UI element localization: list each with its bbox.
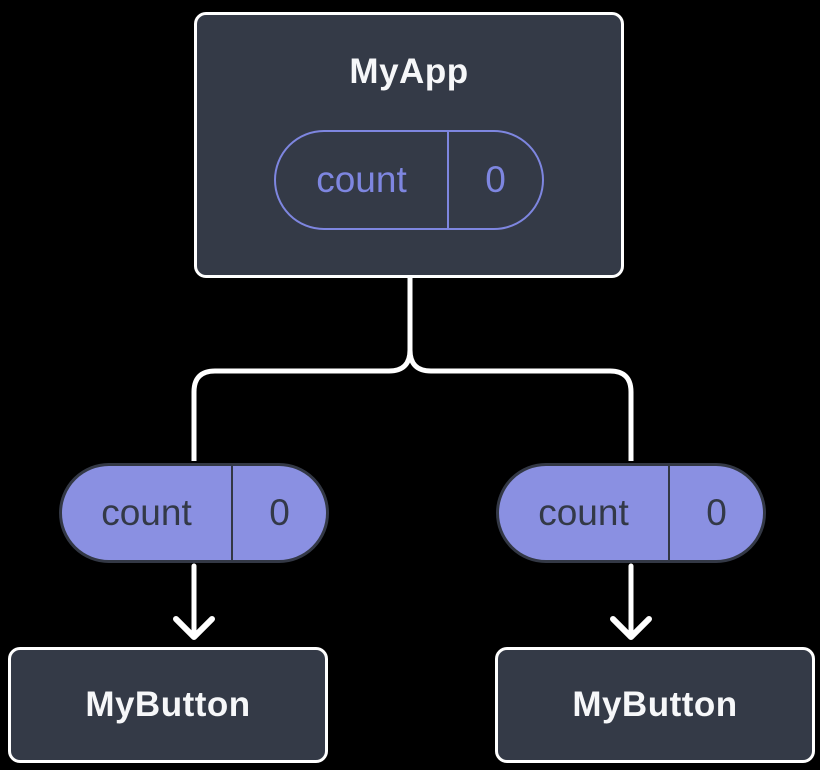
- prop-name-label: count: [538, 492, 629, 533]
- prop-value-label: 0: [231, 466, 326, 560]
- left-prop-pill: count 0: [59, 463, 329, 563]
- connector-root-to-right-pill: [407, 277, 634, 461]
- connector-root-to-left-pill: [191, 277, 413, 461]
- right-child-component-title: MyButton: [572, 685, 738, 724]
- right-child-component-node: MyButton: [495, 647, 815, 763]
- prop-name-label: count: [101, 492, 192, 533]
- arrow-right-head-icon: [610, 616, 652, 640]
- arrow-left-head-icon: [173, 616, 215, 640]
- root-component-title: MyApp: [349, 52, 469, 91]
- root-component-node: MyApp count 0: [194, 12, 624, 278]
- root-state-pill: count 0: [274, 130, 544, 230]
- right-prop-pill: count 0: [496, 463, 766, 563]
- left-child-component-title: MyButton: [85, 685, 251, 724]
- state-name-label: count: [316, 159, 407, 200]
- state-value-label: 0: [447, 132, 542, 228]
- prop-value-label: 0: [668, 466, 763, 560]
- left-child-component-node: MyButton: [8, 647, 328, 763]
